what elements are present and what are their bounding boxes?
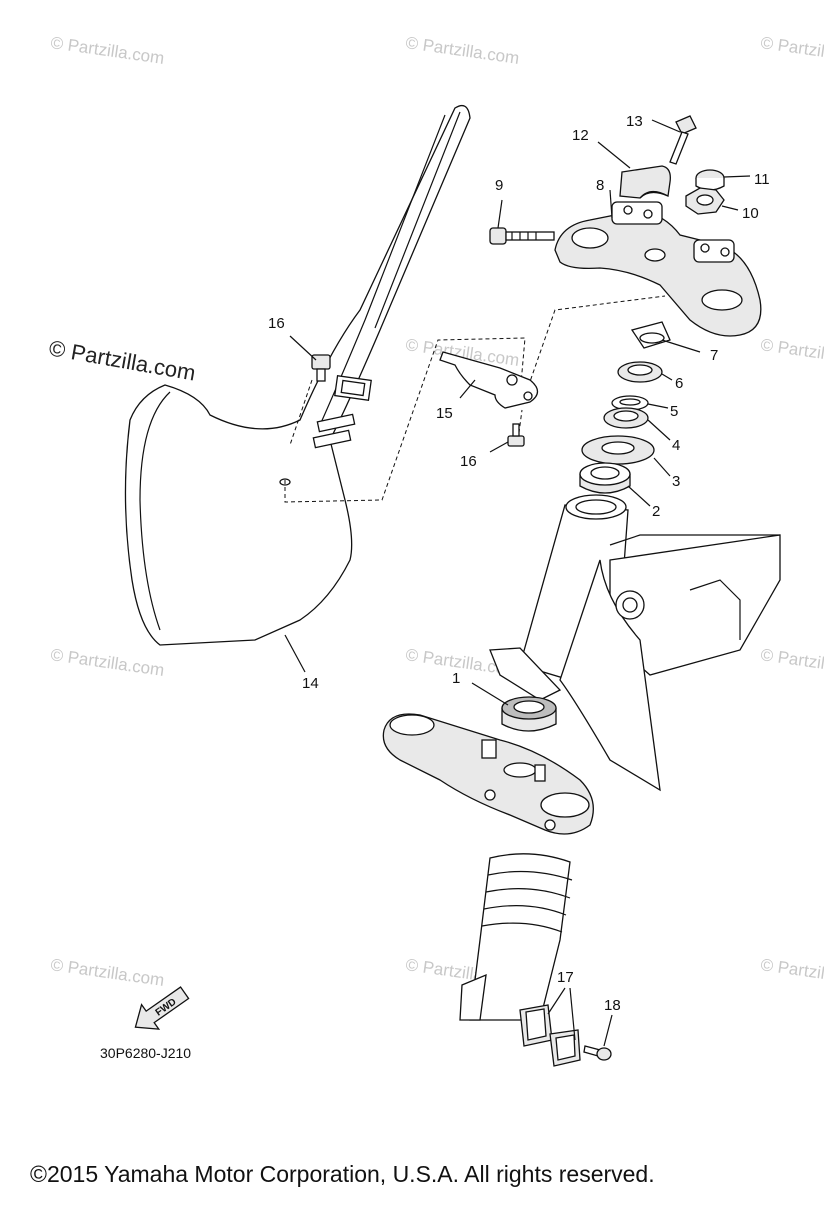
cap-part — [695, 169, 725, 191]
lock-washer-part — [630, 321, 671, 349]
callout-number: 16 — [460, 453, 477, 470]
watermark: © Partzilla.com — [759, 645, 824, 680]
watermark: © Partzilla.com — [759, 33, 824, 68]
callout-number: 11 — [754, 171, 770, 188]
callout-number: 18 — [604, 997, 621, 1014]
ring-nut-part — [617, 361, 663, 383]
bolt-part — [507, 423, 525, 447]
bolt-part — [311, 354, 331, 382]
callout-number: 12 — [572, 127, 589, 144]
lower-bearing-part — [501, 696, 557, 732]
brake-hose-clamp-part — [549, 1029, 581, 1067]
callout-number: 4 — [672, 437, 680, 454]
number-plate-part — [124, 104, 471, 646]
callout-number: 5 — [670, 403, 678, 420]
callout-number: 10 — [742, 205, 759, 222]
washer-part — [611, 395, 649, 411]
upper-bearing-part — [579, 462, 631, 494]
frame-part — [489, 494, 781, 792]
callout-number: 1 — [452, 670, 460, 687]
brake-hose-clamp-part — [519, 1004, 553, 1047]
clamp-screw-part — [583, 1045, 612, 1061]
diagram-code: 30P6280-J210 — [100, 1045, 191, 1061]
pinch-bolt-part — [489, 227, 555, 245]
watermark: © Partzilla.com — [49, 33, 165, 68]
leader-lines — [284, 119, 751, 1047]
dust-seal-part — [581, 435, 655, 465]
callout-number: 8 — [596, 177, 604, 194]
ring-nut-part — [603, 407, 649, 429]
callout-number: 2 — [652, 503, 660, 520]
handlebar-clamp-part — [619, 165, 671, 199]
callout-number: 16 — [268, 315, 285, 332]
watermark: © Partzilla.com — [759, 335, 824, 370]
callout-number: 7 — [710, 347, 718, 364]
bracket-part — [439, 351, 539, 409]
copyright-notice: ©2015 Yamaha Motor Corporation, U.S.A. A… — [30, 1161, 655, 1187]
callout-number: 14 — [302, 675, 319, 692]
watermark: © Partzilla.com — [759, 955, 824, 990]
upper-bracket-part — [554, 201, 762, 337]
callout-number: 13 — [626, 113, 643, 130]
watermark: © Partzilla.com — [49, 645, 165, 680]
fork-tube-part — [459, 853, 573, 1021]
watermark-dark: © Partzilla.com — [47, 335, 197, 385]
assembly-lines — [284, 295, 666, 503]
callout-number: 3 — [672, 473, 680, 490]
stem-nut-part — [685, 187, 725, 215]
watermark: © Partzilla.com — [404, 33, 520, 68]
callout-group: 1 2 3 4 5 6 7 8 9 10 11 12 13 14 15 16 1… — [268, 113, 770, 1014]
watermark: © Partzilla.com — [49, 955, 165, 990]
callout-number: 15 — [436, 405, 453, 422]
callout-number: 9 — [495, 177, 503, 194]
callout-number: 17 — [557, 969, 574, 986]
clamp-bolt-part — [669, 115, 697, 165]
callout-number: 6 — [675, 375, 683, 392]
under-bracket-part — [382, 713, 594, 835]
